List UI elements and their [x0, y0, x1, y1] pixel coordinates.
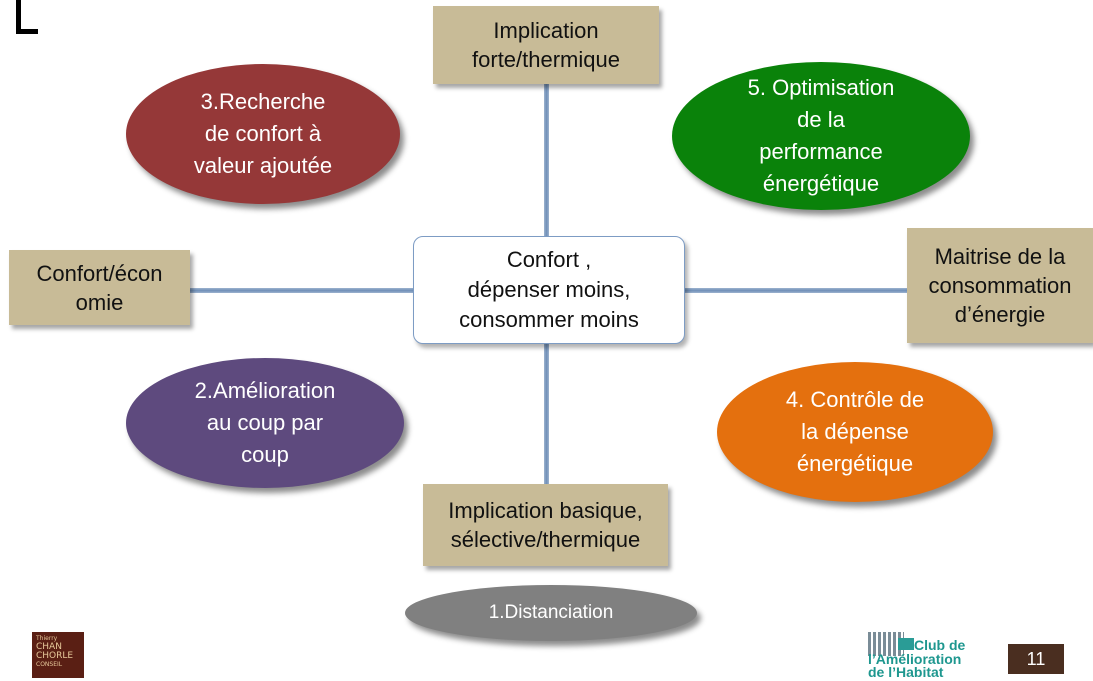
- logo-right-line2: l’Amélioration: [868, 651, 962, 667]
- segment-5-oval: 5. Optimisation de la performance énergé…: [672, 62, 970, 210]
- club-amelioration-habitat-logo: Club de l’Amélioration de l’Habitat: [868, 630, 980, 678]
- axis-label-left: Confort/écon omie: [9, 250, 190, 325]
- segment-2-oval: 2.Amélioration au coup par coup: [126, 358, 404, 488]
- axis-label-bottom: Implication basique, sélective/thermique: [423, 484, 668, 566]
- segment-4-oval: 4. Contrôle de la dépense énergétique: [717, 362, 993, 502]
- segment-3-oval: 3.Recherche de confort à valeur ajoutée: [126, 64, 400, 204]
- chan-chorle-logo: Thierry CHAN CHORLE CONSEIL: [32, 632, 84, 678]
- center-box: Confort , dépenser moins, consommer moin…: [413, 236, 685, 344]
- logo-right-line1: Club de: [914, 637, 966, 653]
- logo-right-line3: de l’Habitat: [868, 664, 944, 678]
- logo-left-line2: CHAN: [36, 642, 62, 652]
- axis-label-top: Implication forte/thermique: [433, 6, 659, 84]
- house-icon: [898, 638, 914, 650]
- slide-corner-bracket: [16, 0, 38, 34]
- segment-1-oval: 1.Distanciation: [405, 585, 697, 641]
- logo-left-line4: CONSEIL: [36, 661, 63, 668]
- page-number: 11: [1008, 644, 1064, 674]
- logo-left-line1: Thierry: [36, 635, 58, 642]
- logo-left-line3: CHORLE: [36, 651, 74, 661]
- axis-label-right: Maitrise de la consommation d’énergie: [907, 228, 1093, 343]
